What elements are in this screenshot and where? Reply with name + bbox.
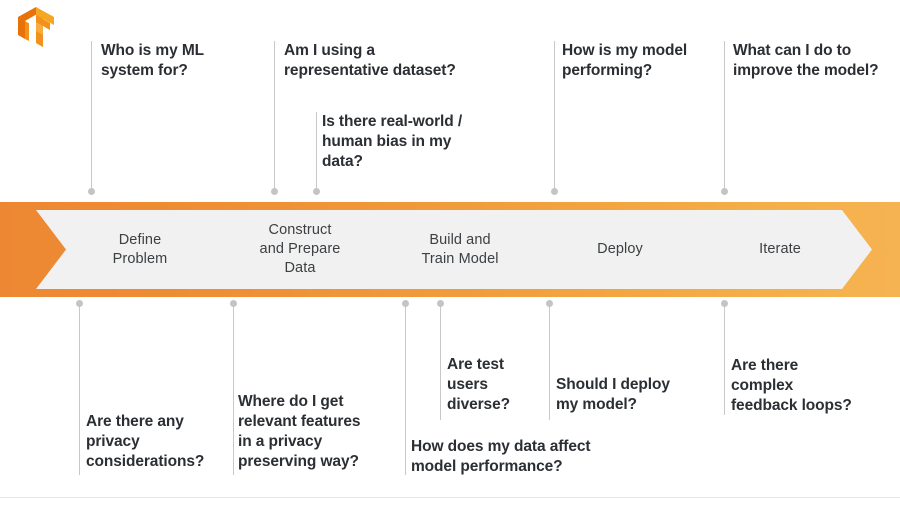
connector-line-improve-the-model <box>724 41 725 192</box>
question-how-is-my-model-performing: How is my model performing? <box>562 42 688 79</box>
connector-dot-privacy-considerations <box>76 300 83 307</box>
question-test-users-diverse: Are test users diverse? <box>447 356 510 413</box>
question-representative-dataset: Am I using a representative dataset? <box>284 42 456 79</box>
stage-iterate[interactable]: Iterate <box>676 210 872 289</box>
question-real-world-human-bias: Is there real-world / human bias in my d… <box>322 113 463 170</box>
connector-dot-test-users-diverse <box>437 300 444 307</box>
connector-dot-complex-feedback-loops <box>721 300 728 307</box>
connector-line-test-users-diverse <box>440 303 441 420</box>
connector-line-complex-feedback-loops <box>724 303 725 415</box>
connector-line-relevant-features-privacy <box>233 303 234 475</box>
connector-line-data-affect-model-performance <box>405 303 406 475</box>
question-improve-the-model: What can I do to improve the model? <box>733 42 879 79</box>
question-who-is-my-ml-system-for: Who is my ML system for? <box>101 42 204 79</box>
stage-build-train-model[interactable]: Build and Train Model <box>356 210 552 289</box>
connector-dot-real-world-human-bias <box>313 188 320 195</box>
question-complex-feedback-loops: Are there complex feedback loops? <box>731 357 852 414</box>
stage-label: Iterate <box>759 241 801 257</box>
stage-construct-prepare[interactable]: Construct and Prepare Data <box>196 210 392 289</box>
question-should-i-deploy-my-model: Should I deploy my model? <box>556 376 670 413</box>
connector-line-how-is-my-model-performing <box>554 41 555 192</box>
connector-line-representative-dataset <box>274 41 275 192</box>
connector-line-should-i-deploy-my-model <box>549 303 550 420</box>
connector-dot-data-affect-model-performance <box>402 300 409 307</box>
connector-line-real-world-human-bias <box>316 112 317 192</box>
tensorflow-logo <box>18 7 54 47</box>
tensorflow-logo-icon <box>18 7 54 47</box>
connector-dot-relevant-features-privacy <box>230 300 237 307</box>
question-privacy-considerations: Are there any privacy considerations? <box>86 413 205 470</box>
connector-dot-who-is-my-ml-system-for <box>88 188 95 195</box>
stage-label: Construct and Prepare Data <box>259 222 341 276</box>
connector-dot-how-is-my-model-performing <box>551 188 558 195</box>
footer-divider <box>0 497 900 498</box>
stage-label: Define Problem <box>112 231 168 267</box>
stage-define-problem[interactable]: Define Problem <box>36 210 232 289</box>
question-relevant-features-privacy: Where do I get relevant features in a pr… <box>238 393 361 470</box>
connector-dot-improve-the-model <box>721 188 728 195</box>
question-data-affect-model-performance: How does my data affect model performanc… <box>411 438 591 475</box>
connector-dot-should-i-deploy-my-model <box>546 300 553 307</box>
stage-deploy[interactable]: Deploy <box>516 210 712 289</box>
stage-label: Build and Train Model <box>421 231 499 267</box>
stage-label: Deploy <box>597 241 643 257</box>
connector-line-privacy-considerations <box>79 303 80 475</box>
connector-line-who-is-my-ml-system-for <box>91 41 92 192</box>
connector-dot-representative-dataset <box>271 188 278 195</box>
